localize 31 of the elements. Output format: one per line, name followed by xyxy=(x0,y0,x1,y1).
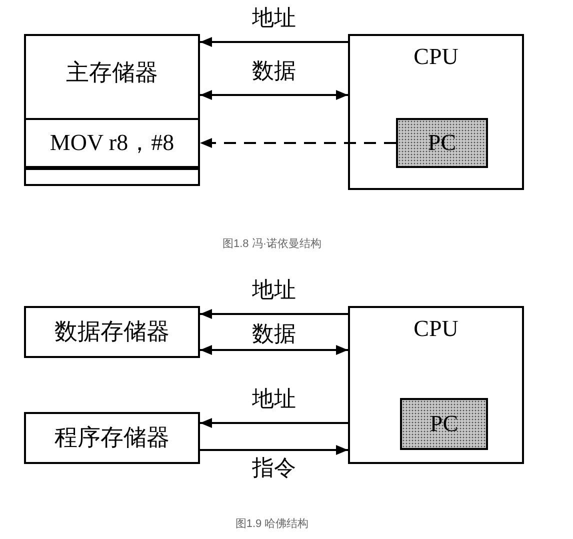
arrow xyxy=(200,418,348,428)
component-label: 程序存储器 xyxy=(54,425,170,451)
arrow xyxy=(200,345,348,355)
edge-label: 数据 xyxy=(250,322,298,346)
arrow xyxy=(200,309,348,319)
component-box xyxy=(24,412,200,464)
register-box xyxy=(396,118,488,168)
component-box xyxy=(24,34,200,186)
register-label: PC xyxy=(428,130,456,156)
figure-caption: 图1.8 冯·诺依曼结构 xyxy=(222,237,322,251)
component-box xyxy=(348,306,524,464)
component-label: 主存储器 xyxy=(66,60,158,86)
arrow xyxy=(200,37,348,47)
arrow xyxy=(200,90,348,100)
component-label: 数据存储器 xyxy=(54,319,170,345)
edge-label: 地址 xyxy=(250,278,298,302)
arrow xyxy=(200,445,348,455)
edge-label: 数据 xyxy=(250,59,298,84)
component-box xyxy=(348,34,524,190)
instruction-text: MOV r8，#8 xyxy=(50,130,174,156)
register-label: PC xyxy=(430,411,458,437)
figure-caption: 图1.9 哈佛结构 xyxy=(235,517,309,531)
edge-label: 指令 xyxy=(250,456,298,480)
register-box xyxy=(400,398,488,450)
component-label: CPU xyxy=(414,316,458,342)
component-box xyxy=(24,306,200,358)
edge-label: 地址 xyxy=(250,6,298,30)
dashed-arrow xyxy=(200,138,396,148)
memory-row xyxy=(24,118,200,168)
component-label: CPU xyxy=(414,44,458,70)
edge-label: 地址 xyxy=(250,387,298,412)
